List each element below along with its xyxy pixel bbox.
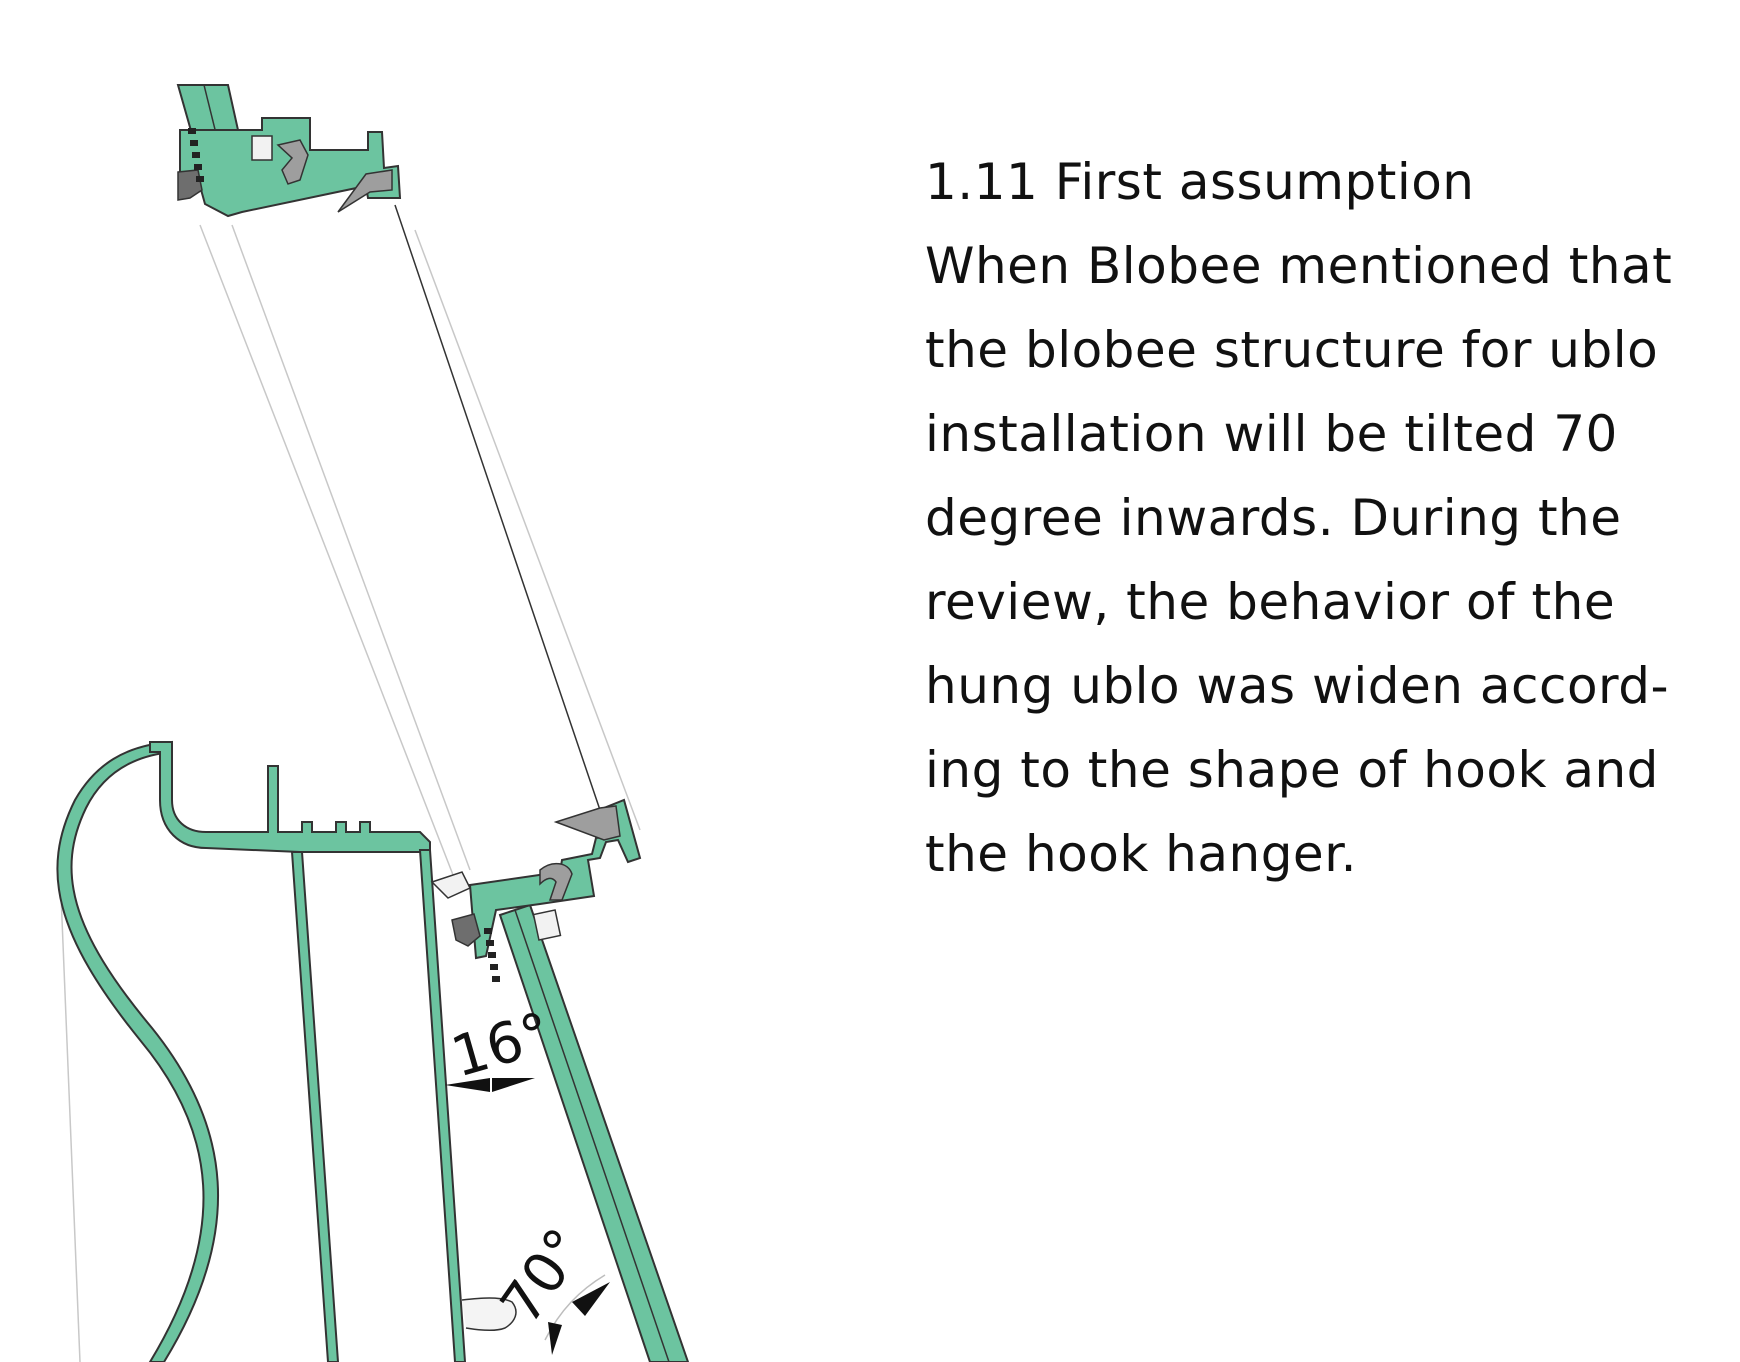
body-line: the blobee structure for ublo [925,321,1659,379]
description-panel: 1.11 First assumption When Blobee mentio… [925,140,1673,896]
lower-seal-left [451,913,481,947]
top-brush-seal [188,128,204,182]
lower-glass-strip [498,903,690,1362]
body-line: ing to the shape of hook and [925,741,1659,799]
section-heading: 1.11 First assumption [925,153,1475,211]
angle-70-annotation: 70° [488,1217,610,1355]
angle-16-annotation: 16° [445,1001,558,1092]
top-gasket-hook [276,139,309,185]
top-gasket-white [251,135,273,161]
bottom-hook [461,1297,517,1332]
glass-pane-line [394,204,601,811]
glass-edge-lines [59,224,641,1362]
vertical-mullion-right [418,849,467,1362]
top-gasket-wedge [337,169,393,213]
body-line: installation will be tilted 70 [925,405,1618,463]
top-seal-left [177,169,203,201]
body-line: the hook hanger. [925,825,1358,883]
connector-bracket [430,871,472,899]
lower-gasket-wedge [553,805,621,841]
lower-gasket-white [532,909,562,941]
angle-16-label: 16° [445,1001,558,1091]
body-line: When Blobee mentioned that [925,237,1673,295]
lower-gasket-hook [539,862,573,901]
body-line: degree inwards. During the [925,489,1622,547]
lower-brush-seal [484,928,500,982]
body-line: review, the behavior of the [925,573,1616,631]
body-line: hung ublo was widen accord- [925,657,1670,715]
hanger-profile [149,741,431,853]
vertical-mullion-left [290,851,340,1362]
